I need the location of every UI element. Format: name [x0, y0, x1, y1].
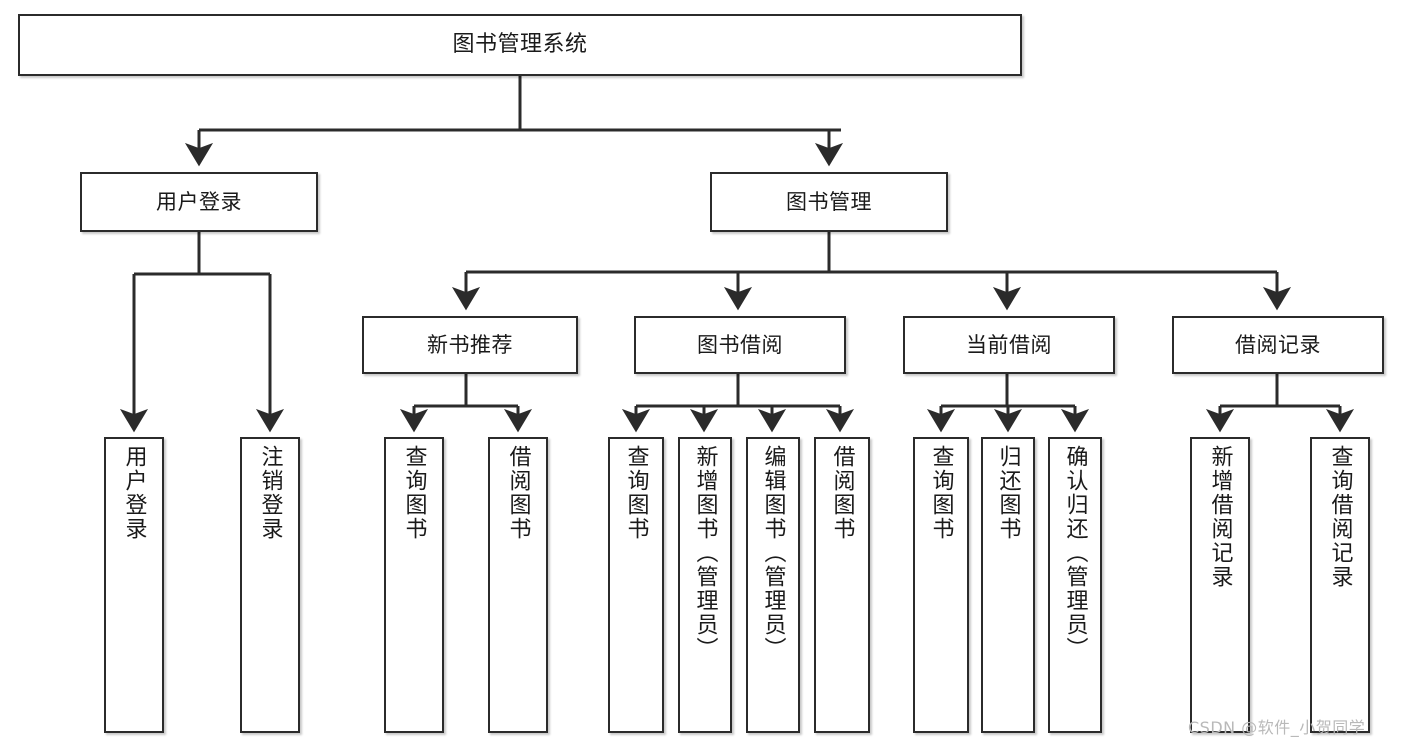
- csdn-watermark: CSDN @软件_小贺同学: [1188, 718, 1366, 737]
- node-label: 查询图书: [401, 445, 427, 541]
- leaf-current-borrow-query-book[interactable]: 查询图书: [913, 437, 969, 733]
- leaf-new-book-borrow-book[interactable]: 借阅图书: [488, 437, 548, 733]
- leaf-book-borrow-query-book[interactable]: 查询图书: [608, 437, 664, 733]
- node-label: 用户登录: [156, 189, 242, 214]
- leaf-user-login-login[interactable]: 用户登录: [104, 437, 164, 733]
- node-label: 新增借阅记录: [1207, 445, 1233, 589]
- node-label: 编辑图书（管理员）: [760, 445, 786, 661]
- node-label: 借阅图书: [505, 445, 531, 541]
- leaf-user-login-logout[interactable]: 注销登录: [240, 437, 300, 733]
- node-user-login[interactable]: 用户登录: [80, 172, 318, 232]
- node-label: 确认归还（管理员）: [1062, 445, 1088, 661]
- node-new-book-recommend[interactable]: 新书推荐: [362, 316, 578, 374]
- node-label: 新增图书（管理员）: [692, 445, 718, 661]
- node-current-borrow[interactable]: 当前借阅: [903, 316, 1115, 374]
- leaf-book-borrow-borrow-book[interactable]: 借阅图书: [814, 437, 870, 733]
- node-label: 新书推荐: [427, 332, 513, 357]
- node-label: 当前借阅: [966, 332, 1052, 357]
- node-label: 图书管理: [786, 189, 872, 214]
- node-label: 查询图书: [928, 445, 954, 541]
- node-label: 图书管理系统: [452, 32, 588, 58]
- leaf-book-borrow-edit-book-admin[interactable]: 编辑图书（管理员）: [746, 437, 800, 733]
- leaf-new-book-query-book[interactable]: 查询图书: [384, 437, 444, 733]
- node-label: 注销登录: [257, 445, 283, 541]
- node-label: 查询图书: [623, 445, 649, 541]
- node-label: 借阅记录: [1235, 332, 1321, 357]
- node-root-library-management-system[interactable]: 图书管理系统: [18, 14, 1022, 76]
- node-label: 图书借阅: [697, 332, 783, 357]
- leaf-borrow-record-add-record[interactable]: 新增借阅记录: [1190, 437, 1250, 733]
- leaf-borrow-record-query-record[interactable]: 查询借阅记录: [1310, 437, 1370, 733]
- node-book-management[interactable]: 图书管理: [710, 172, 948, 232]
- node-label: 用户登录: [121, 445, 147, 541]
- node-label: 查询借阅记录: [1327, 445, 1353, 589]
- leaf-book-borrow-add-book-admin[interactable]: 新增图书（管理员）: [678, 437, 732, 733]
- node-label: 借阅图书: [829, 445, 855, 541]
- node-label: 归还图书: [995, 445, 1021, 541]
- node-book-borrow[interactable]: 图书借阅: [634, 316, 846, 374]
- leaf-current-borrow-confirm-return-admin[interactable]: 确认归还（管理员）: [1048, 437, 1102, 733]
- leaf-current-borrow-return-book[interactable]: 归还图书: [981, 437, 1035, 733]
- node-borrow-record[interactable]: 借阅记录: [1172, 316, 1384, 374]
